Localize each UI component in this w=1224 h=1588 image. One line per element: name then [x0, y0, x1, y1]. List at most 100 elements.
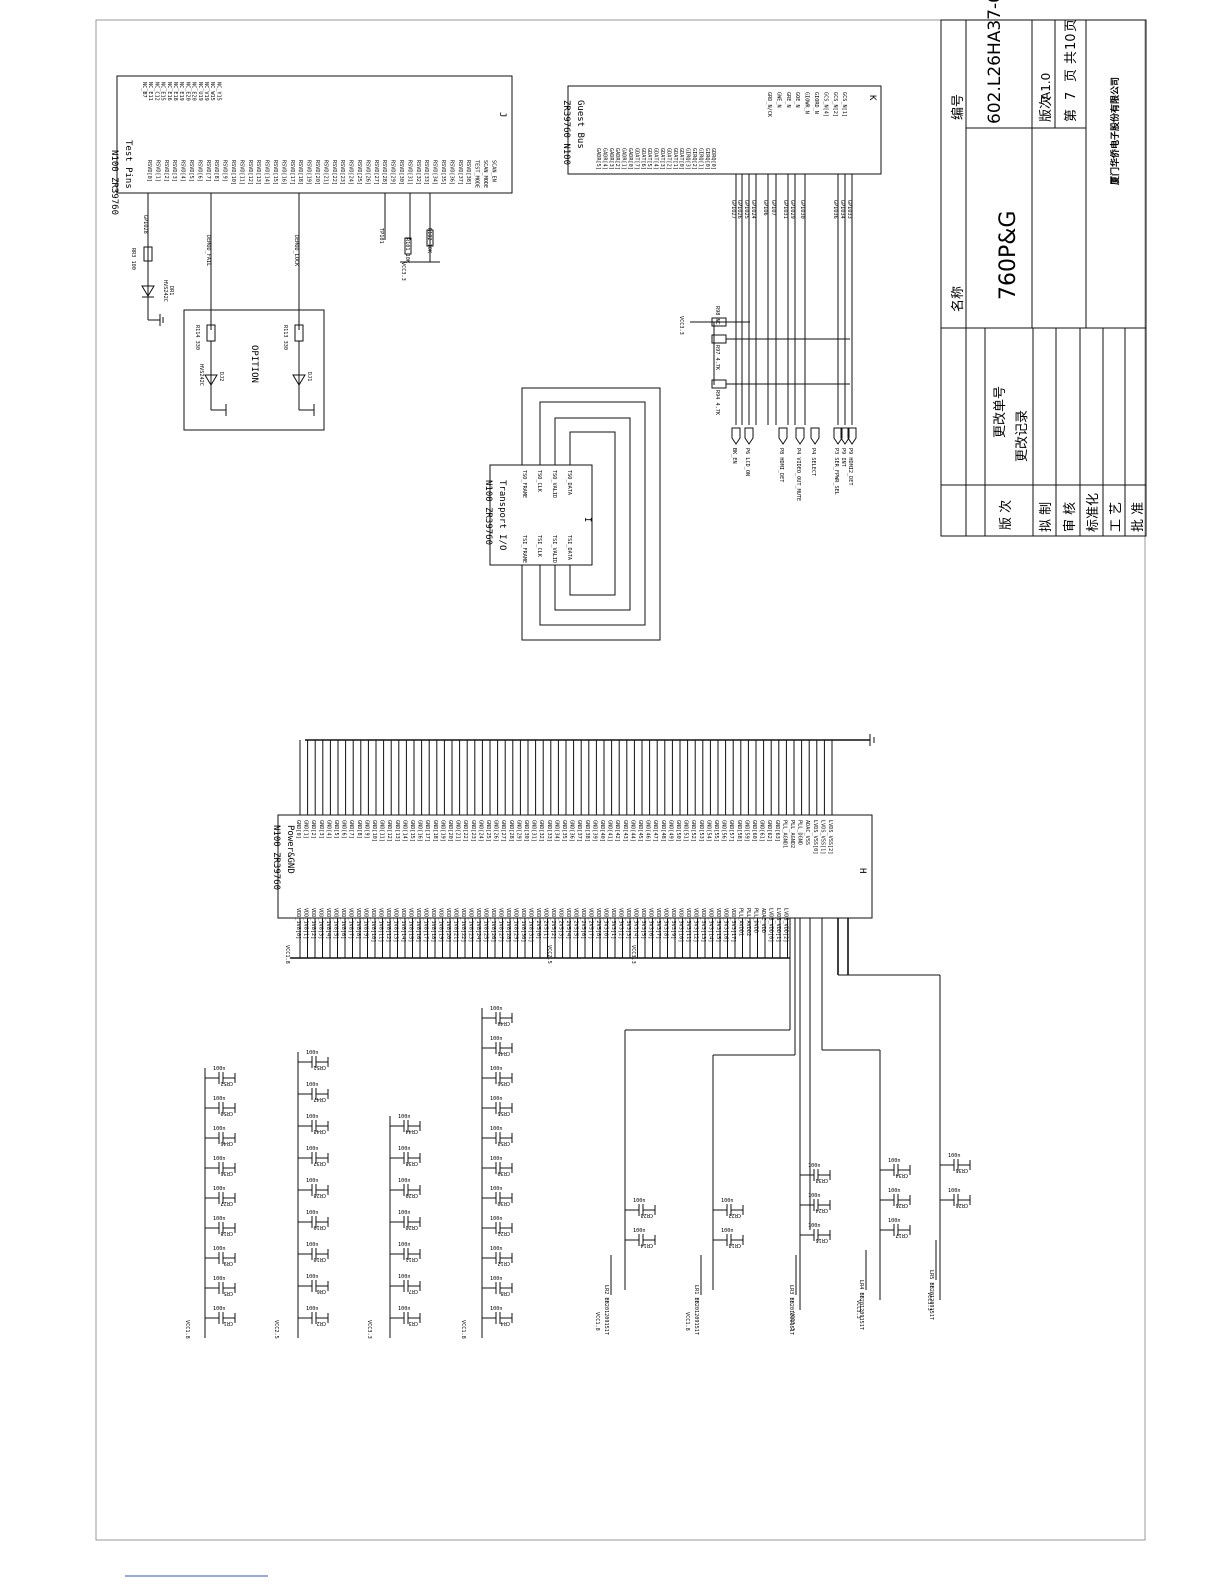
cap-ref: CR52: [221, 1080, 234, 1086]
test-pin-label: SCAN_EN: [490, 160, 496, 182]
power-gnd-label: GND[9]: [363, 820, 369, 839]
power-vdd-label: VDD_3V3[13]: [700, 908, 706, 942]
page-unit: 页: [1064, 69, 1079, 82]
option-r114: R114 330: [194, 325, 200, 350]
test-pin-label: RSVD[36]: [448, 160, 454, 185]
test-pin-label: RSVD[22]: [331, 160, 337, 185]
page-number: 7: [1064, 92, 1079, 100]
guest-bus-left: GADR[5]GADR[4]GADR[3]GADR[2]GADR[1]GADR[…: [595, 148, 716, 170]
test-nc-label: NC_E11: [147, 82, 153, 101]
cap-value: 100n: [306, 1050, 319, 1056]
version-value: A1.0: [1039, 73, 1053, 100]
cap-ref: CR14: [641, 1242, 654, 1248]
power-gnd-label: PLL_DGND: [797, 820, 803, 845]
page-prefix: 第: [1064, 109, 1079, 122]
power-vdd-label: VDD_1V8[24]: [475, 908, 481, 942]
power-vdd-label: ADAC_VDD: [760, 908, 766, 933]
guest-pin-right-label: GCS_N[1]: [841, 92, 847, 117]
net-tp101: TP101: [378, 228, 384, 244]
transport-out-label: TSO_DATA: [566, 470, 572, 496]
port-connector: [810, 427, 820, 445]
test-pin-label: RSVD[12]: [247, 160, 253, 185]
power-gnd-label: LVDS_VSS[1]: [819, 820, 825, 854]
test-pin-label: RSVD[14]: [264, 160, 270, 185]
power-vdd-label: VDD_1V8[22]: [460, 908, 466, 942]
power-vdd-label: PLL_AVDD1: [738, 908, 744, 936]
test-pin-label: RSVD[26]: [364, 160, 370, 185]
guest-pin-label: GADR[2]: [614, 148, 620, 170]
power-vdd-label: VDD_1V8[9]: [363, 908, 369, 939]
cap-value: 100n: [808, 1163, 821, 1169]
power-gnd-label: GND[11]: [379, 820, 385, 842]
test-pin-label: RSVD[13]: [255, 160, 261, 185]
cap-ref: CR22: [729, 1212, 742, 1218]
cap-ref: CR17: [896, 1232, 909, 1238]
cap-value: 100n: [306, 1274, 319, 1280]
cap-ref: CR15: [816, 1237, 829, 1243]
power-vdd-label: VDD_1V8[15]: [408, 908, 414, 942]
power-vdd-label: VDD_1V8[2]: [310, 908, 316, 939]
power-vdd-label: VDD_3V3[11]: [685, 908, 691, 942]
port-label: P8 HDMI_DET: [778, 448, 784, 482]
cap-ref: CR35: [956, 1167, 969, 1173]
total-pages: 10: [1064, 33, 1079, 50]
option-box: OPITION R114 330 R113 330 DJ2 DJ1 HVS242…: [183, 309, 325, 431]
power-gnd-label: GND[40]: [599, 820, 605, 842]
test-pin-label: RSVD[23]: [339, 160, 345, 185]
guest-bus-title: ZR39760 N100: [561, 100, 571, 165]
guest-pin-right-label: GRE_N: [785, 92, 791, 108]
guest-net-label: GPIO33: [846, 200, 852, 219]
cap-ref: CR38: [406, 1160, 419, 1166]
test-nc-label: NC_E16: [166, 82, 172, 101]
cap-value: 100n: [398, 1178, 411, 1184]
test-nc-label: NC_E19: [178, 82, 184, 101]
cap-ref: CR6: [317, 1288, 326, 1294]
guest-net-label: GPIO24: [750, 200, 756, 219]
guest-pin-label: GADR[0]: [627, 148, 633, 170]
cap-ref: CR5: [224, 1290, 233, 1296]
power-vdd-label: VDD_1V8[13]: [393, 908, 399, 942]
test-nc-label: NC_B7: [141, 82, 147, 98]
cap-ref: CR56: [498, 1080, 511, 1086]
power-vdd-label: VDD_2V5[4]: [565, 908, 571, 939]
power-title: N100 ZR39760: [271, 825, 281, 890]
power-gnd-label: GND[25]: [485, 820, 491, 842]
test-pin-label: RSVD[27]: [373, 160, 379, 185]
power-vdd-label: VDD_1V8[3]: [318, 908, 324, 939]
port-label: P9 HDMI2_DET: [847, 448, 853, 485]
guest-pin-label: GIRQ[0]: [704, 148, 710, 170]
guest-pin-right-label: GOE_N: [794, 92, 800, 108]
cap-ref: CR36: [221, 1170, 234, 1176]
power-vdd-label: VDD_3V3[10]: [678, 908, 684, 942]
rail-label: VCC3.3: [630, 945, 636, 964]
power-gnd-label: GND[18]: [432, 820, 438, 842]
power-vdd-label: VDD_1V8[31]: [528, 908, 534, 942]
power-gnd-label: GND[36]: [569, 820, 575, 842]
cap-value: 100n: [490, 1006, 503, 1012]
cap-ref: CR4: [501, 1320, 510, 1326]
power-vdd-label: VDD_3V3[17]: [730, 908, 736, 942]
guest-pin-label: GDAT[6]: [640, 148, 646, 170]
cap-ref: CR1: [224, 1320, 233, 1326]
test-pin-label: RSVD[7]: [205, 160, 211, 182]
power-gnd-label: GND[62]: [766, 820, 772, 842]
power-gnd-label: GND[6]: [341, 820, 347, 839]
cap-ref: CR34: [896, 1172, 909, 1178]
cap-ref: CR33: [816, 1177, 829, 1183]
cap-value: 100n: [398, 1114, 411, 1120]
guest-pin-label: GDAT[1]: [672, 148, 678, 170]
power-vdd-label: LVDS_VDD[0]: [768, 908, 774, 942]
guest-r98: R98 NC: [714, 306, 720, 325]
cap-value: 100n: [213, 1156, 226, 1162]
guest-pin-right-label: GWE_N: [775, 92, 781, 108]
power-vdd-label: VDD_3V3[8]: [663, 908, 669, 939]
power-vdd-label: VDD_1V8[28]: [505, 908, 511, 942]
cap-value: 100n: [490, 1246, 503, 1252]
power-gnd-label: GND[8]: [356, 820, 362, 839]
power-vdd-label: VDD_2V5[6]: [580, 908, 586, 939]
cap-value: 100n: [721, 1198, 734, 1204]
